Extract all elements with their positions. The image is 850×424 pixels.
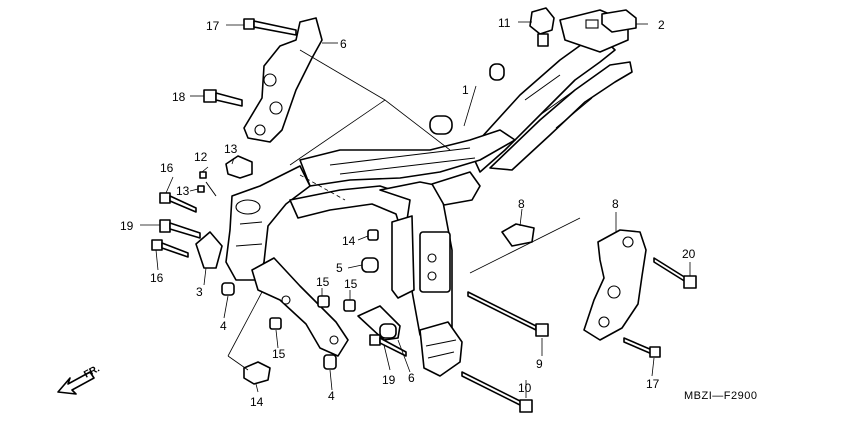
nut-15-c: [343, 299, 356, 312]
callout-14-top: 13: [224, 142, 238, 156]
callout-labels: 17 6 18 1 2 11 12 13 13 16 19 16 3 4 14 …: [120, 16, 696, 409]
nut-15-a: [367, 229, 379, 241]
callout-13-top: 12: [194, 150, 208, 164]
rear-side-bracket: [469, 217, 647, 341]
callout-13-mid: 13: [176, 184, 190, 198]
callout-17-bottom: 17: [646, 377, 660, 391]
main-frame: [225, 9, 633, 377]
callout-20: 20: [682, 247, 696, 261]
bolt-20: [653, 257, 697, 289]
callout-4-left: 4: [220, 319, 227, 333]
callout-15-a: 14: [342, 234, 356, 248]
callout-2: 2: [658, 18, 665, 32]
bolt-11: [461, 371, 533, 413]
callout-8: 8: [612, 197, 619, 211]
callout-16-top: 16: [160, 161, 174, 175]
bolt-19-lower: [369, 334, 407, 357]
callout-5: 5: [336, 261, 343, 275]
callout-16-bottom: 16: [150, 271, 164, 285]
callout-19-lower: 19: [382, 373, 396, 387]
callout-1: 1: [462, 83, 469, 97]
callout-12: 11: [498, 16, 511, 30]
callout-9: 8: [518, 197, 525, 211]
lower-hanger-plate: [251, 257, 349, 357]
callout-7: 6: [340, 37, 347, 51]
callout-3: 3: [196, 285, 203, 299]
callout-10: 9: [536, 357, 543, 371]
clip-9: [501, 223, 535, 247]
bolt-17-bottom: [623, 337, 661, 358]
cushion-2: [601, 9, 637, 33]
callout-18: 18: [172, 90, 186, 104]
callout-14-bottom: 14: [250, 395, 264, 409]
bolt-16-top: [159, 192, 197, 213]
clamp-12: [529, 7, 555, 47]
callout-19-left: 19: [120, 219, 134, 233]
bolt-18: [203, 89, 243, 107]
collar-4-bottom: [323, 354, 337, 370]
bolt-19-left: [159, 219, 201, 239]
direction-label: FR.: [82, 363, 102, 380]
screw-13-a: [199, 171, 207, 179]
engine-hanger-bracket: [243, 17, 386, 143]
diagram-code: MBZI—F2900: [684, 390, 757, 402]
callout-15-d: 15: [272, 347, 286, 361]
callout-4-bottom: 4: [328, 389, 335, 403]
leader-lines: [140, 21, 691, 398]
collar-5: [361, 257, 379, 273]
front-direction-arrow: FR.: [57, 363, 102, 395]
screw-13-b: [197, 181, 217, 197]
nut-15-b: [317, 295, 330, 308]
bracket-3: [195, 231, 223, 269]
collar-4-left: [221, 282, 235, 296]
callout-6: 6: [408, 371, 415, 385]
callout-15-b: 15: [316, 275, 330, 289]
callout-15-c: 15: [344, 277, 358, 291]
clamp-14-bottom: [243, 361, 271, 385]
bolt-17-top: [243, 18, 297, 36]
callout-17: 17: [206, 19, 220, 33]
nut-15-d: [269, 317, 282, 330]
callout-11: 10: [518, 381, 532, 395]
bolt-16-bottom: [151, 239, 189, 258]
clamp-14-top: [225, 155, 253, 179]
bolt-10: [467, 291, 549, 337]
